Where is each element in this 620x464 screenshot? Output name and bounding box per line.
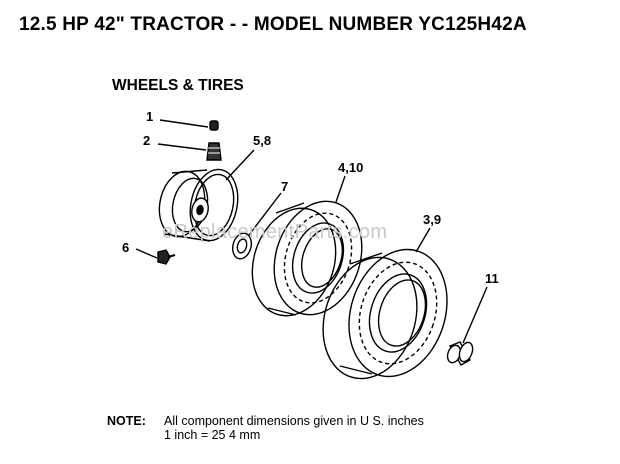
callout-6: 6 [122, 240, 129, 255]
callout-1: 1 [146, 109, 153, 124]
wheel-rim-part [158, 149, 255, 242]
page-title: 12.5 HP 42" TRACTOR - - MODEL NUMBER YC1… [19, 14, 527, 35]
hub-cap-part [446, 286, 488, 366]
watermark: eReplacementParts.com [162, 221, 388, 243]
callout-5-8: 5,8 [253, 133, 271, 148]
bolt-part [135, 248, 176, 265]
section-title: WHEELS & TIRES [112, 77, 244, 94]
valve-stem-part [157, 142, 222, 161]
front-tire-part [251, 175, 363, 317]
note-line-2: 1 inch = 25 4 mm [164, 428, 261, 442]
fitting-part [159, 119, 219, 131]
callout-2: 2 [143, 133, 150, 148]
washer-part [231, 192, 282, 260]
note-label: NOTE: [107, 414, 146, 428]
note-line-1: All component dimensions given in U S. i… [164, 414, 424, 428]
callout-4-10: 4,10 [338, 160, 363, 175]
callout-3-9: 3,9 [423, 212, 441, 227]
callout-11: 11 [485, 271, 499, 286]
rear-tire-part [322, 227, 448, 380]
callout-7: 7 [281, 179, 288, 194]
